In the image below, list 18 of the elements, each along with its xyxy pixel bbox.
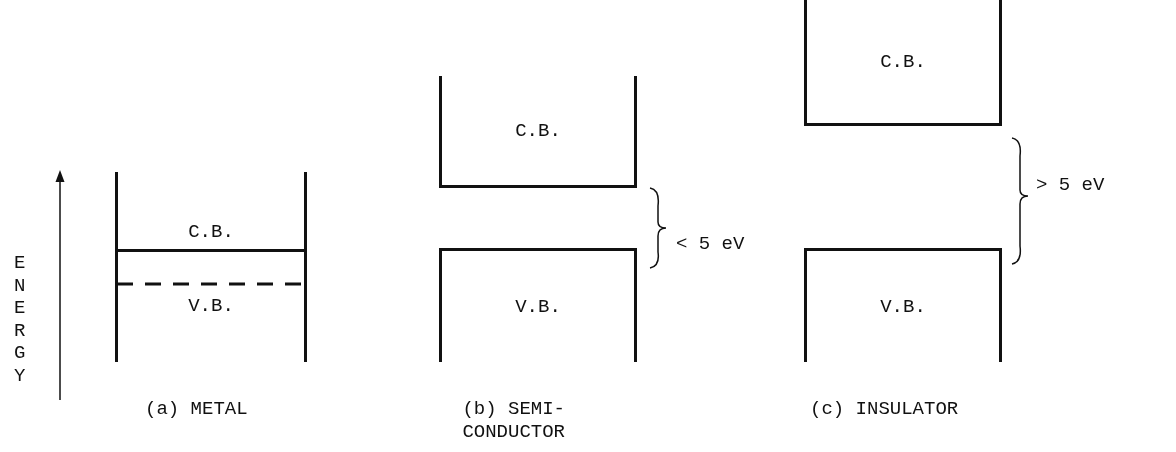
conduction-band: [804, 0, 1002, 126]
band-label: V.B.: [188, 295, 234, 317]
conduction-band: [115, 172, 307, 252]
band-label: C.B.: [880, 50, 926, 73]
conduction-band: [439, 76, 637, 188]
gap-label: < 5 eV: [676, 233, 745, 255]
band-label: V.B.: [880, 295, 926, 318]
band-label: V.B.: [515, 295, 561, 318]
caption: (a) METAL: [145, 398, 248, 420]
caption: (c) INSULATOR: [810, 398, 959, 420]
gap-label: > 5 eV: [1036, 174, 1105, 196]
caption: (b) SEMI- CONDUCTOR: [461, 398, 565, 444]
band-label: C.B.: [515, 119, 561, 142]
valence-band: [804, 248, 1002, 362]
band-label: C.B.: [188, 221, 234, 243]
valence-band: [115, 250, 307, 362]
axis-label: ENERGY: [14, 252, 27, 387]
valence-band: [439, 248, 637, 362]
